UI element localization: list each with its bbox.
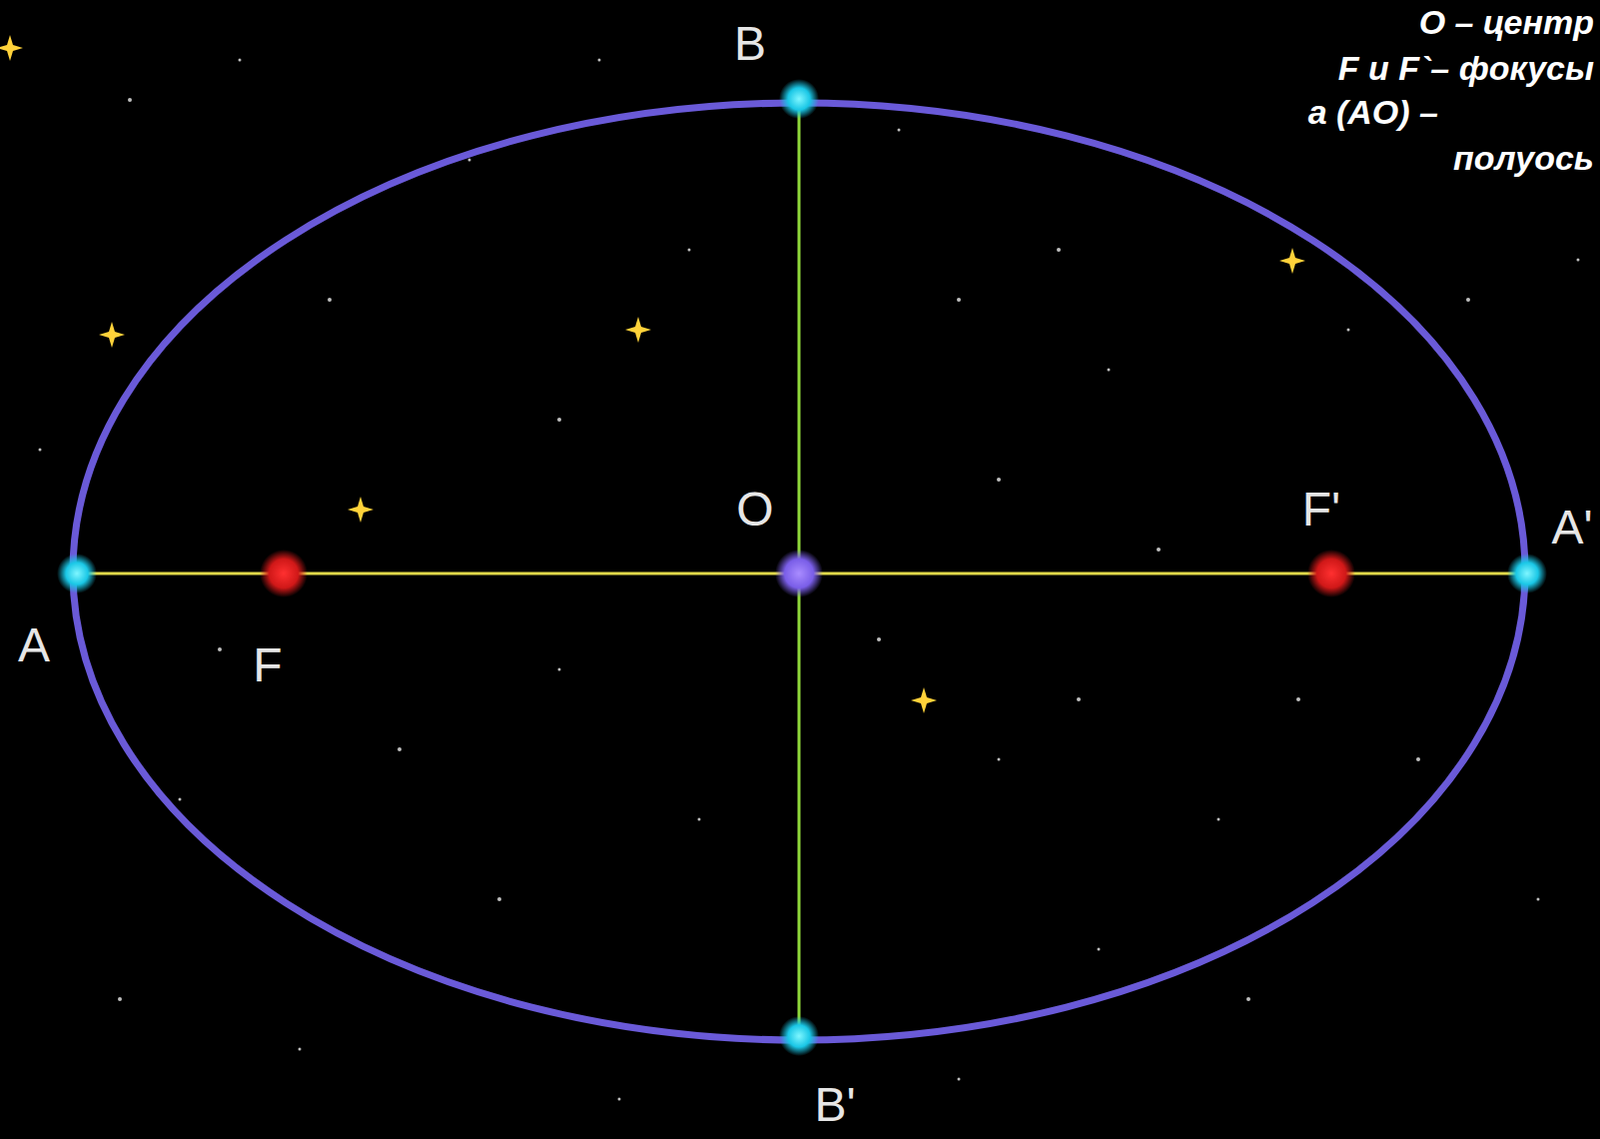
star-field (38, 58, 1581, 1101)
point-label: F' (1302, 483, 1341, 537)
center-dot (775, 549, 823, 598)
legend-note: полуось (1453, 139, 1595, 177)
point-label: A' (1551, 501, 1593, 555)
vertex-dot (779, 1015, 819, 1056)
vertex-dot (779, 78, 819, 119)
yellow-stars (0, 34, 1306, 714)
legend-note: F и F`– фокусы (1338, 49, 1595, 87)
point-label: B' (813, 1078, 855, 1132)
point-label: A (17, 619, 50, 673)
point-label: O (736, 483, 774, 537)
focus-dot (1307, 549, 1356, 598)
point-label: F (252, 639, 282, 693)
point-label: B (734, 17, 767, 71)
vertex-dot (1507, 553, 1548, 594)
legend-note: a (AO) – (1308, 93, 1439, 131)
vertex-dot (56, 553, 97, 594)
focus-dot (259, 549, 308, 598)
legend-note: O – центр (1419, 3, 1595, 41)
